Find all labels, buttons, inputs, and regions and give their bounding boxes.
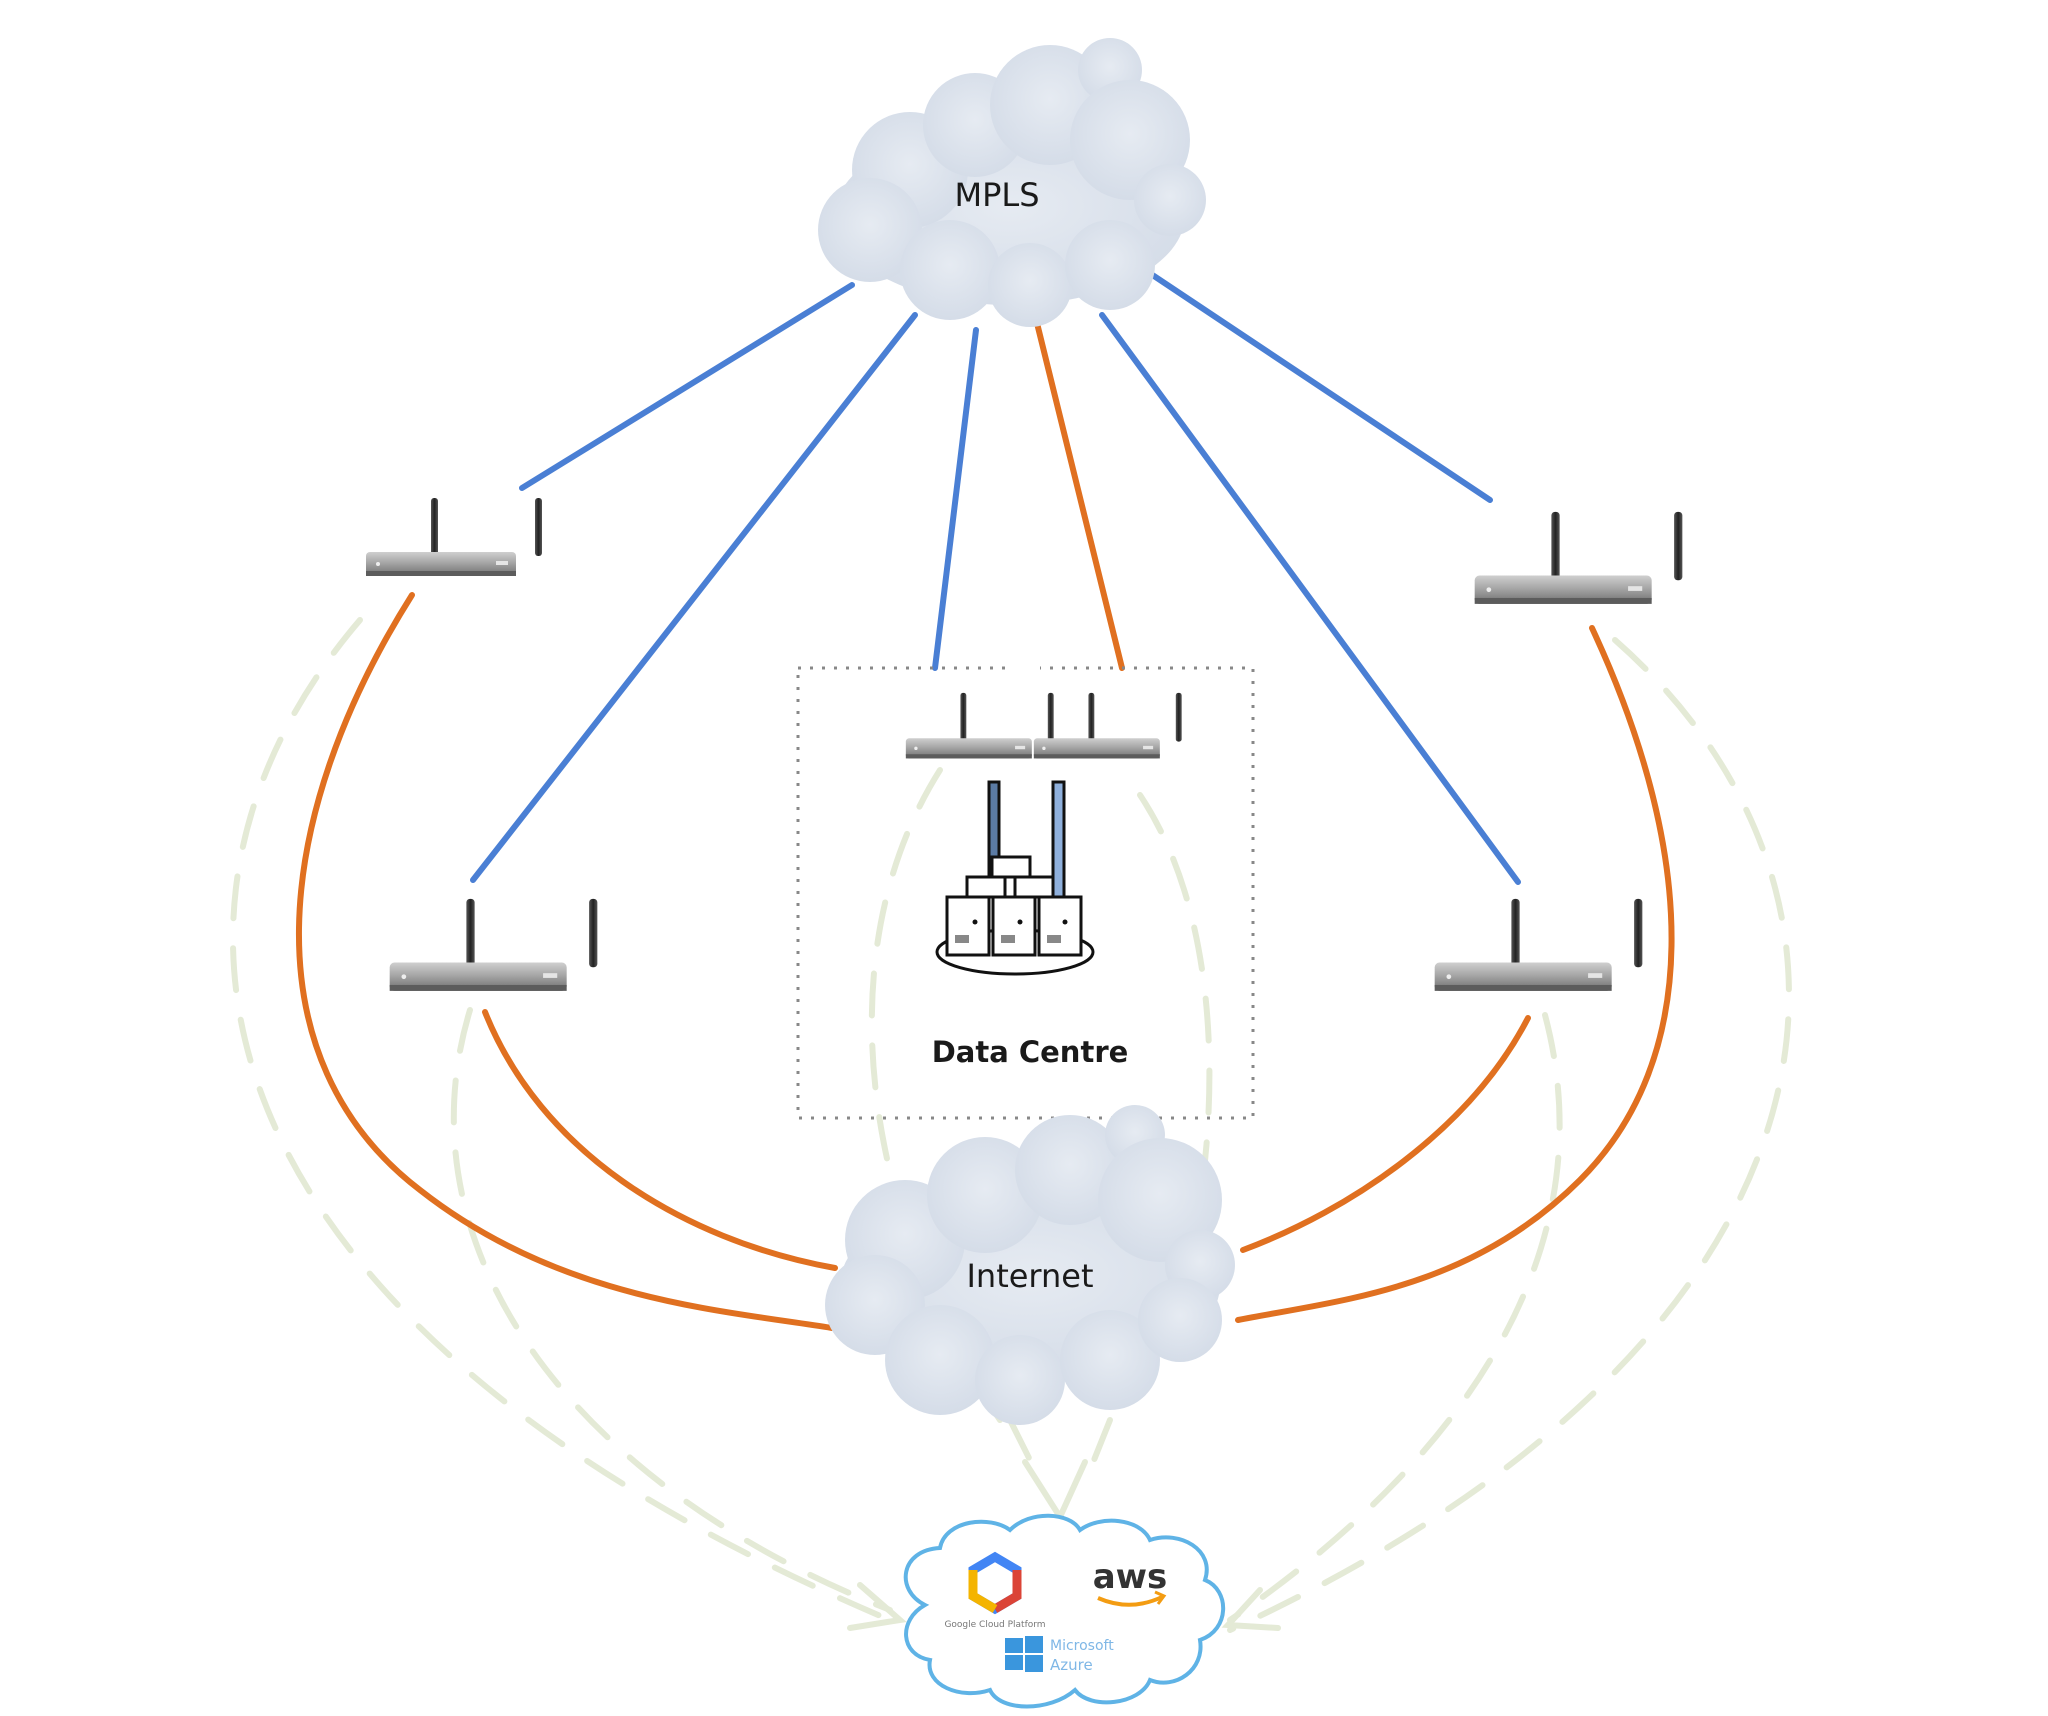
link-internet-saas-b: [1087, 1417, 1113, 1473]
svg-text:aws: aws: [1093, 1557, 1168, 1597]
router-dc-2[interactable]: [1033, 692, 1182, 759]
link-midleft-internet: [482, 1009, 838, 1271]
router-icon: [1434, 898, 1643, 991]
link-midleft-saas: [450, 1007, 893, 1613]
link-midright-saas: [1227, 1012, 1563, 1623]
svg-text:Microsoft: Microsoft: [1050, 1638, 1114, 1654]
router-branch-mid-right[interactable]: [1434, 898, 1643, 991]
google-cloud-caption: Google Cloud Platform: [944, 1620, 1045, 1630]
internet-label: Internet: [966, 1257, 1093, 1295]
link-mpls-topright: [1145, 269, 1493, 503]
router-icon: [1033, 692, 1182, 759]
router-branch-top-left[interactable]: [366, 498, 542, 576]
azure-icon: Microsoft Azure: [1005, 1636, 1114, 1674]
router-icon: [1474, 511, 1683, 604]
mpls-cloud[interactable]: MPLS: [818, 38, 1206, 327]
router-icon: [905, 692, 1054, 759]
server-cluster-icon: [935, 780, 1095, 976]
svg-text:Azure: Azure: [1050, 1656, 1093, 1674]
link-mpls-dc2: [1032, 312, 1125, 671]
mpls-label: MPLS: [954, 176, 1039, 214]
internet-links: [295, 312, 1675, 1331]
link-internet-saas-a: [1007, 1417, 1043, 1483]
router-branch-mid-left[interactable]: [389, 898, 598, 991]
link-mpls-dc1: [932, 327, 979, 671]
link-midright-internet: [1240, 1015, 1531, 1253]
link-mpls-midleft: [470, 312, 918, 883]
router-branch-top-right[interactable]: [1474, 511, 1683, 604]
internet-cloud[interactable]: Internet: [825, 1105, 1235, 1425]
mpls-links: [470, 269, 1521, 885]
aws-icon: aws: [1093, 1557, 1168, 1607]
saas-cloud-outline: [903, 1513, 1226, 1709]
link-mpls-midright: [1099, 312, 1521, 885]
router-icon: [389, 898, 598, 991]
saas-cloud[interactable]: Google Cloud Platform aws Microsoft Azur…: [903, 1513, 1226, 1709]
data-centre-box: [796, 666, 1255, 1120]
link-topright-internet: [1235, 625, 1675, 1323]
google-cloud-icon: [968, 1551, 1022, 1615]
link-topright-saas: [1227, 637, 1792, 1633]
data-centre-label: Data Centre: [932, 1035, 1129, 1069]
link-topleft-internet: [295, 592, 835, 1331]
router-dc-1[interactable]: [905, 692, 1054, 759]
router-icon: [366, 498, 542, 576]
cloud-path-links: [230, 617, 1792, 1633]
link-topleft-saas: [230, 617, 893, 1623]
link-mpls-topleft: [519, 282, 855, 491]
